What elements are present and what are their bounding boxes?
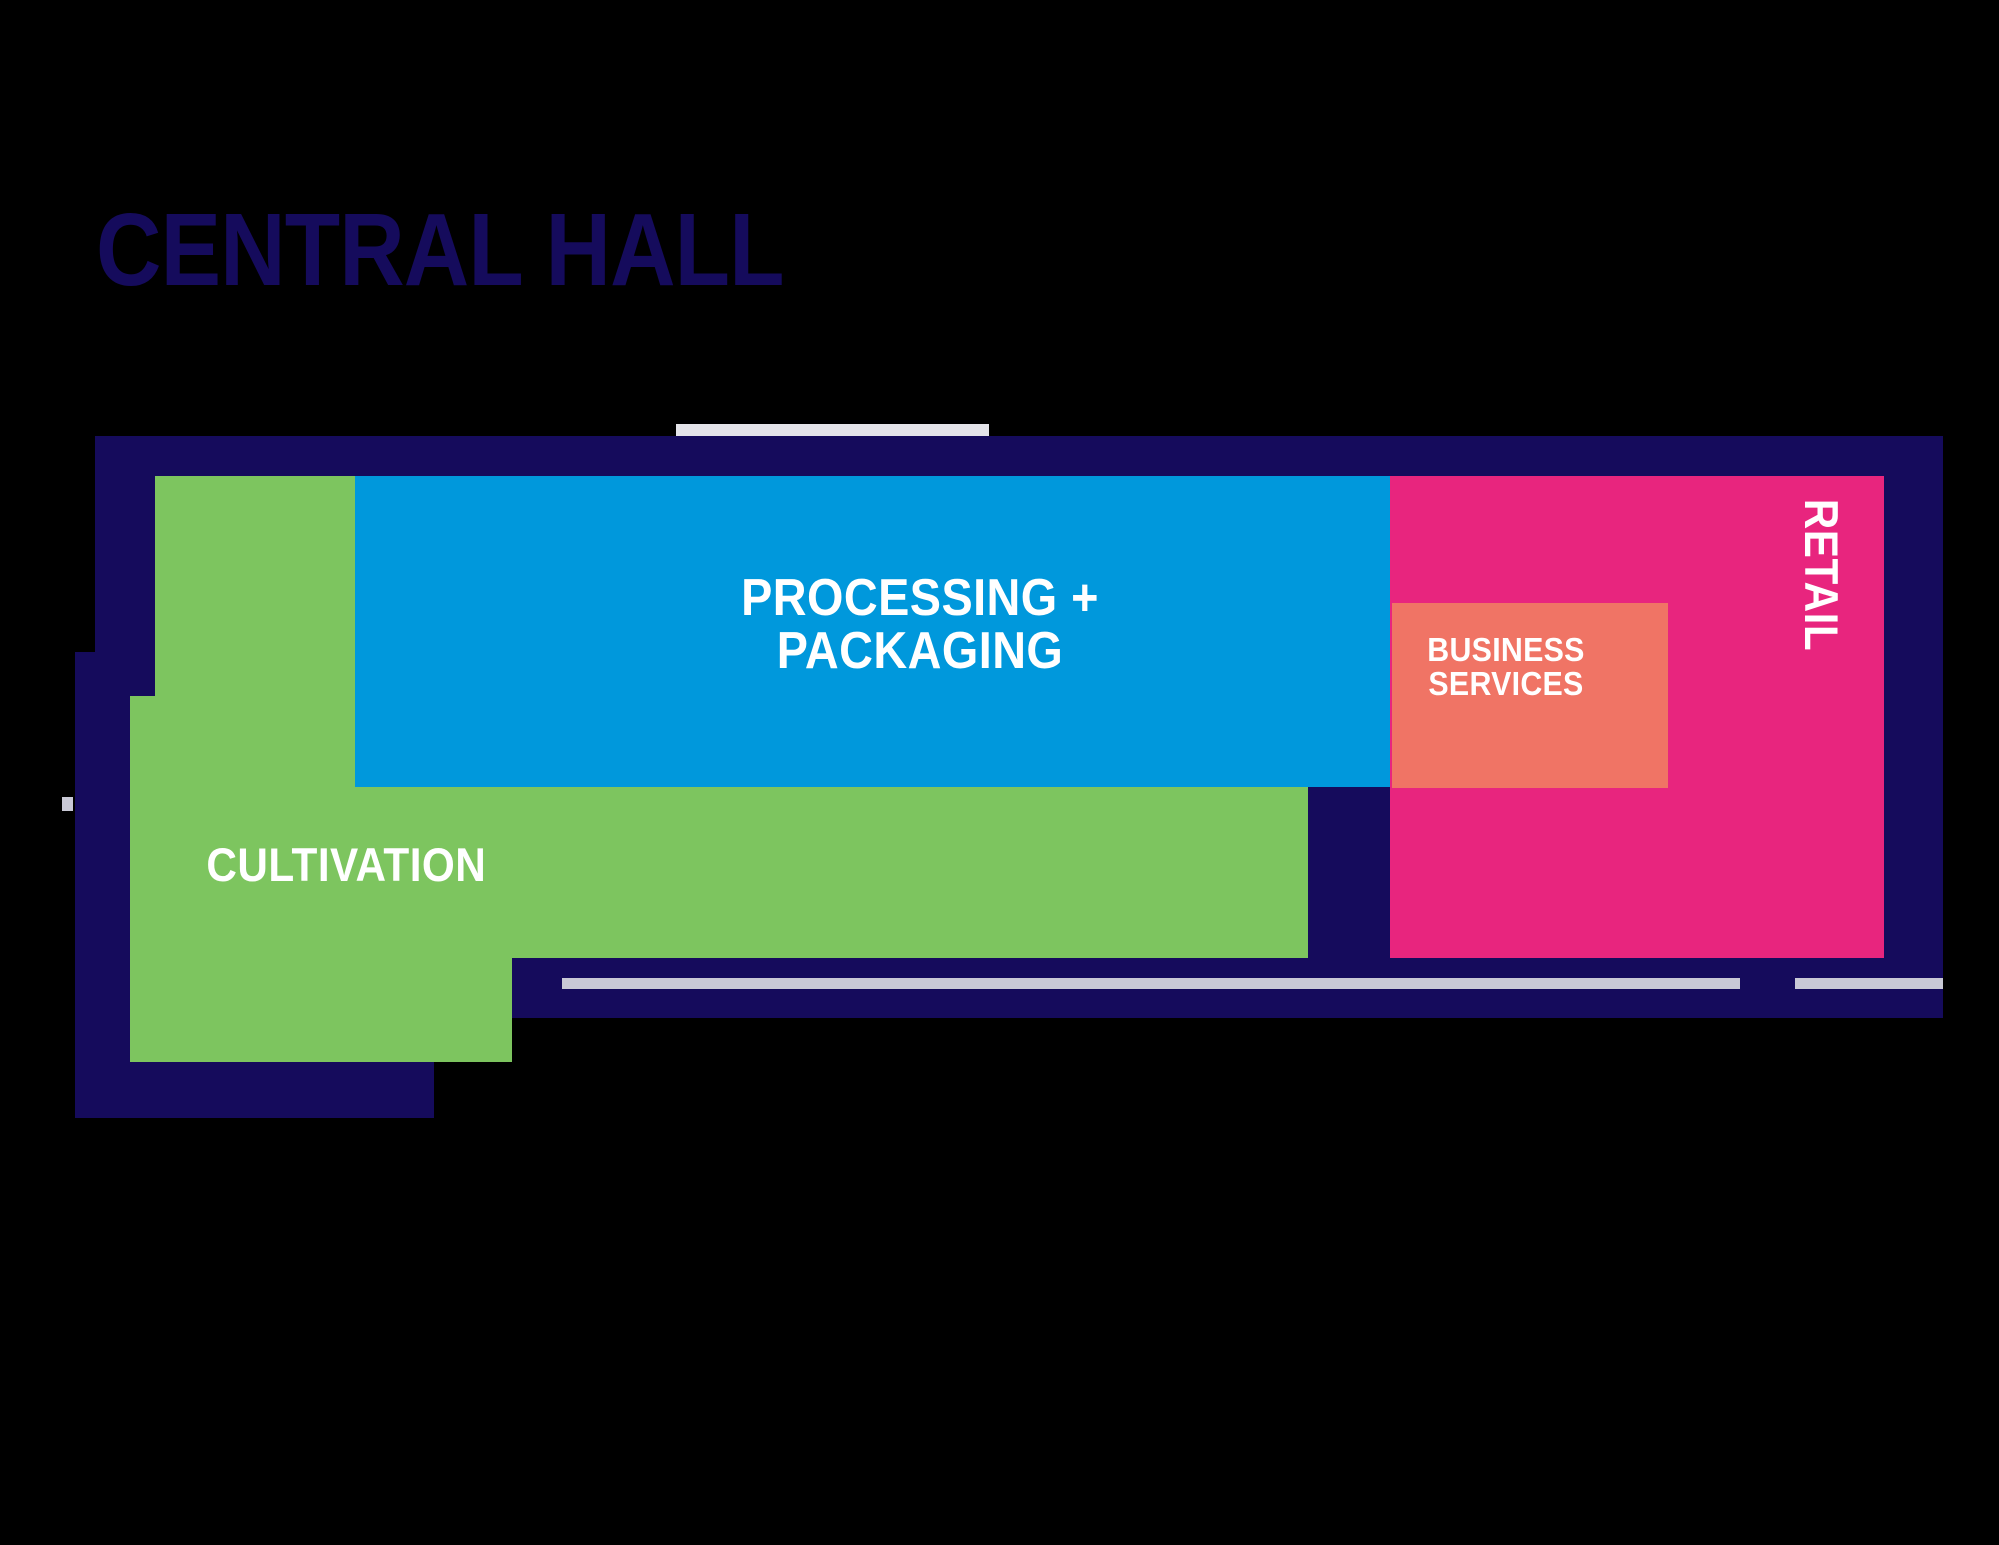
zone-processing-packaging [355, 476, 1390, 787]
entrance-marker-west [62, 797, 73, 811]
entrance-marker-north [676, 424, 989, 436]
zone-business-services [1392, 603, 1668, 788]
page-title: CENTRAL HALL [96, 192, 785, 307]
entrance-marker-south-right [1795, 978, 1943, 989]
entrance-marker-south-left [562, 978, 1740, 989]
